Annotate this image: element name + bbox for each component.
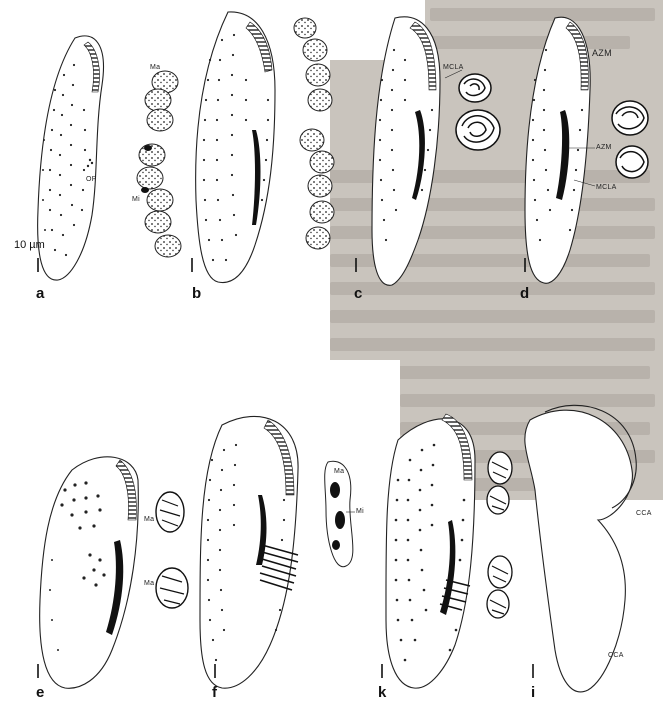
nuclei-d (612, 101, 648, 178)
panel-label-a: a (36, 285, 44, 302)
annot-mi-f: Mi (356, 508, 364, 515)
panel-label-f: f (212, 684, 217, 701)
annot-mcla-c: MCLA (443, 64, 464, 71)
panel-label-k: k (378, 684, 386, 701)
cell-c (372, 17, 462, 285)
panel-label-e: e (36, 684, 44, 701)
annot-ma-e2: Ma (144, 580, 154, 587)
annot-cca-i2: CCA (608, 652, 624, 659)
annot-azm-d2: AZM (596, 144, 612, 151)
cell-d (525, 17, 595, 283)
annot-ma-f: Ma (334, 468, 344, 475)
annot-ma-e1: Ma (144, 516, 154, 523)
annot-ma-a: Ma (150, 64, 160, 71)
annot-mcla-d: MCLA (596, 184, 617, 191)
panel-label-d: d (520, 285, 529, 302)
panel-label-c: c (354, 285, 362, 302)
panel-label-i: i (531, 684, 535, 701)
annot-mi-a: Mi (132, 196, 140, 203)
panel-label-b: b (192, 285, 201, 302)
annot-cca-i1: CCA (636, 510, 652, 517)
nuclei-c (456, 74, 500, 150)
scale-bar-label: 10 µm (14, 239, 45, 251)
annot-azm-d: AZM (592, 48, 612, 58)
annot-op-a: OP (86, 176, 97, 183)
